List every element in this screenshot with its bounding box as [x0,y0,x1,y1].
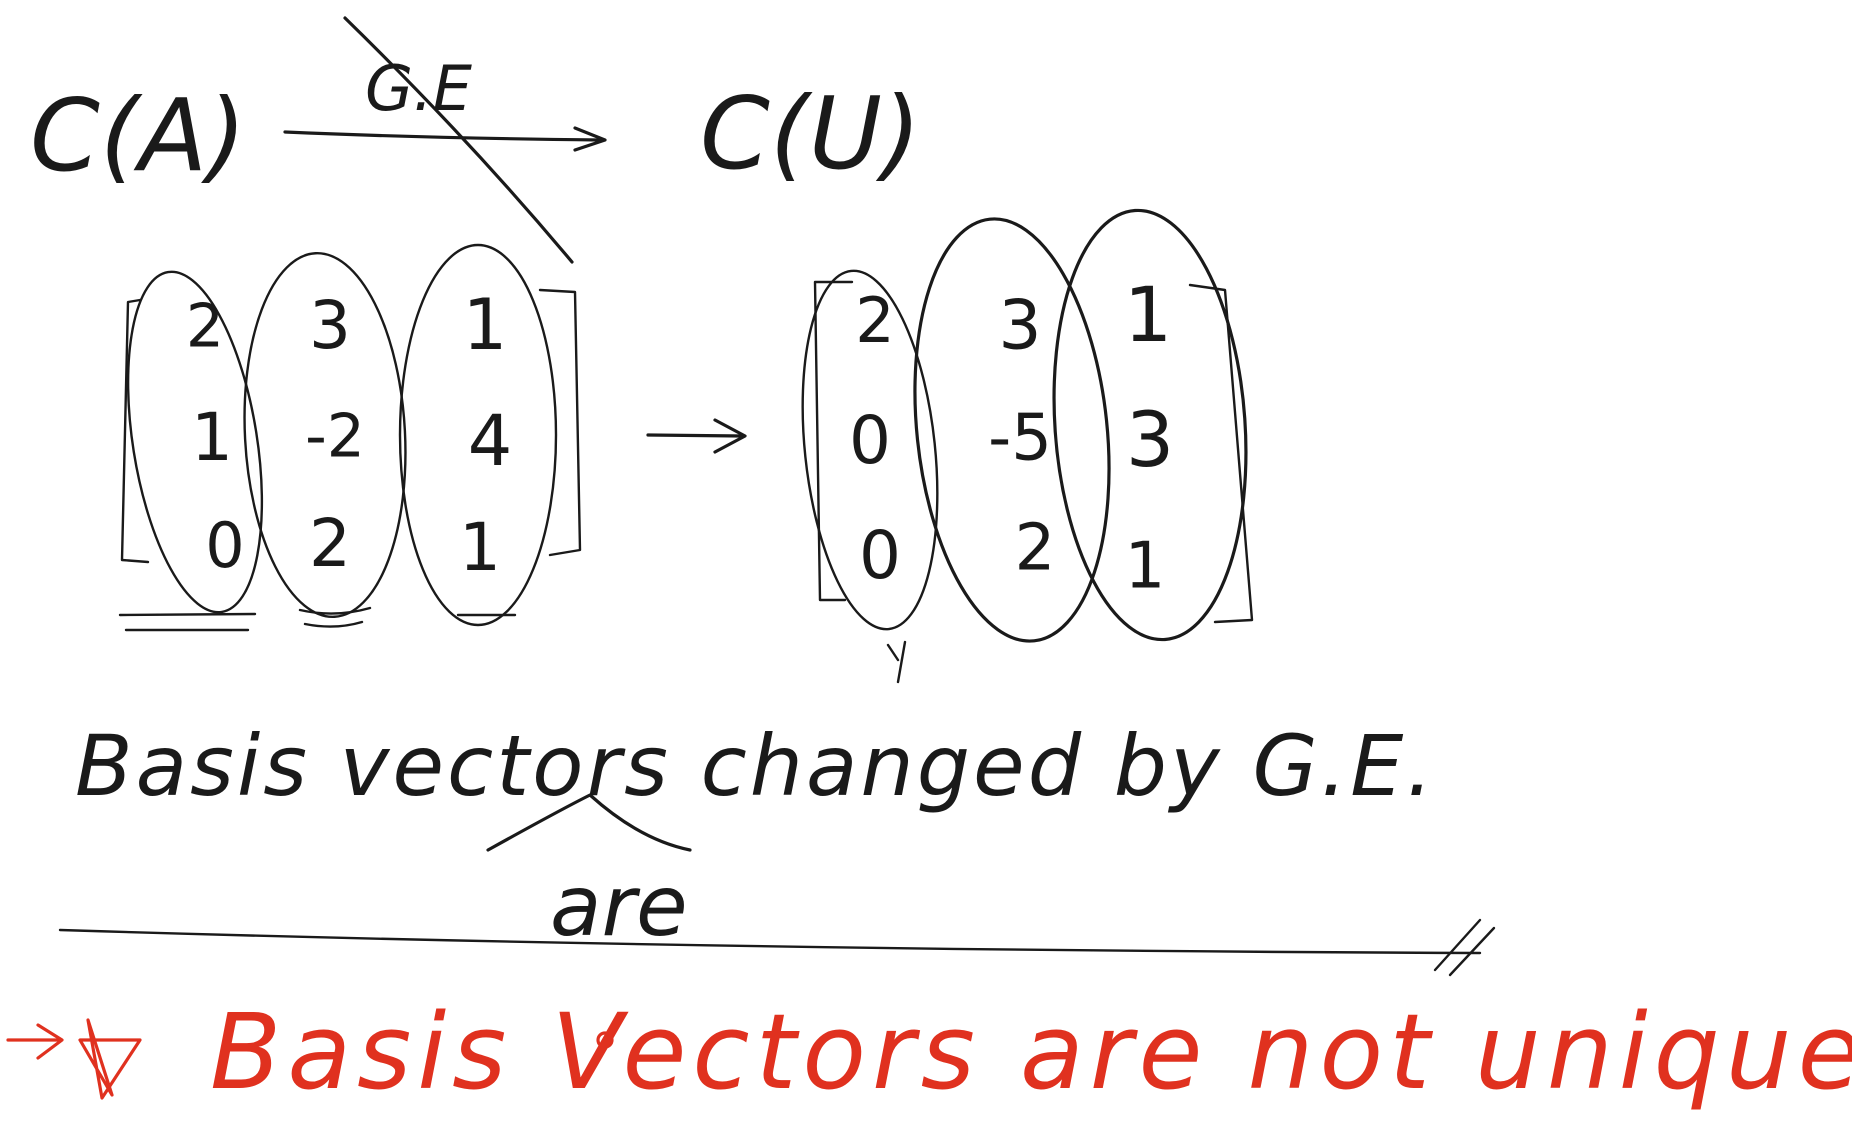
matrix-a-left-bracket [120,298,150,564]
matrix-u-entry: 2 [1015,512,1056,586]
separator-end-mark [1448,926,1496,977]
not-equal-mark [886,643,900,662]
matrix-u-column-1-circle [801,269,939,631]
matrix-a-entry: 3 [309,287,351,364]
matrix-a-entry: 0 [205,509,244,582]
column-space-a-label: C(A) [30,77,246,194]
matrix-u-entry: 0 [859,517,901,594]
matrix-u: 2 3 1 0 -5 3 0 2 1 [801,208,1254,684]
matrix-u-entry: 3 [1126,395,1174,484]
matrix-a-entry: 1 [191,399,233,476]
bullet-dot-icon [596,1031,614,1049]
matrix-u-column-3-circle [1052,208,1248,642]
conclusion-text: Basis Vectors are not unique! [210,991,1852,1113]
not-equal-mark [896,640,907,684]
matrix-u-entry: 0 [849,402,891,479]
matrix-u-entry: -5 [988,402,1052,476]
insertion-caret [486,793,692,852]
matrix-a: 2 3 1 1 -2 4 0 2 1 [118,243,582,632]
matrix-a-right-bracket [538,288,582,557]
strike-through-line [343,16,574,264]
matrix-u-entry: 1 [1125,530,1166,604]
matrix-a-column-1-circle [126,270,264,614]
matrix-a-entry: 4 [468,400,513,482]
gauss-elimination-label: G.E [365,52,473,125]
gauss-elimination-arrow [283,126,607,152]
matrix-a-underline [298,606,372,615]
matrix-a-column-2-circle [243,252,407,618]
matrix-a-underline [118,612,257,617]
note-sentence: Basis vectors changed by G.E. [75,717,1436,815]
matrix-a-entry: -2 [305,402,365,472]
matrix-u-left-bracket [813,280,854,602]
column-space-u-label: C(U) [700,75,921,192]
separator-end-mark [1433,918,1482,972]
arrow-star-icon [6,1018,142,1100]
matrix-u-entry: 3 [998,287,1041,366]
matrix-a-column-3-circle [398,243,558,627]
matrix-a-entry: 1 [459,509,501,586]
matrix-u-column-2-circle [913,217,1111,643]
note-insertion: are [550,857,688,955]
matrix-a-entry: 2 [186,292,224,362]
matrix-u-right-bracket [1188,283,1254,624]
transform-arrow [646,418,747,454]
matrix-a-entry: 2 [309,505,351,582]
matrix-a-underline [303,620,364,628]
matrix-u-entry: 1 [1124,270,1172,359]
matrix-a-entry: 1 [463,284,508,366]
separator-line [58,928,1482,955]
